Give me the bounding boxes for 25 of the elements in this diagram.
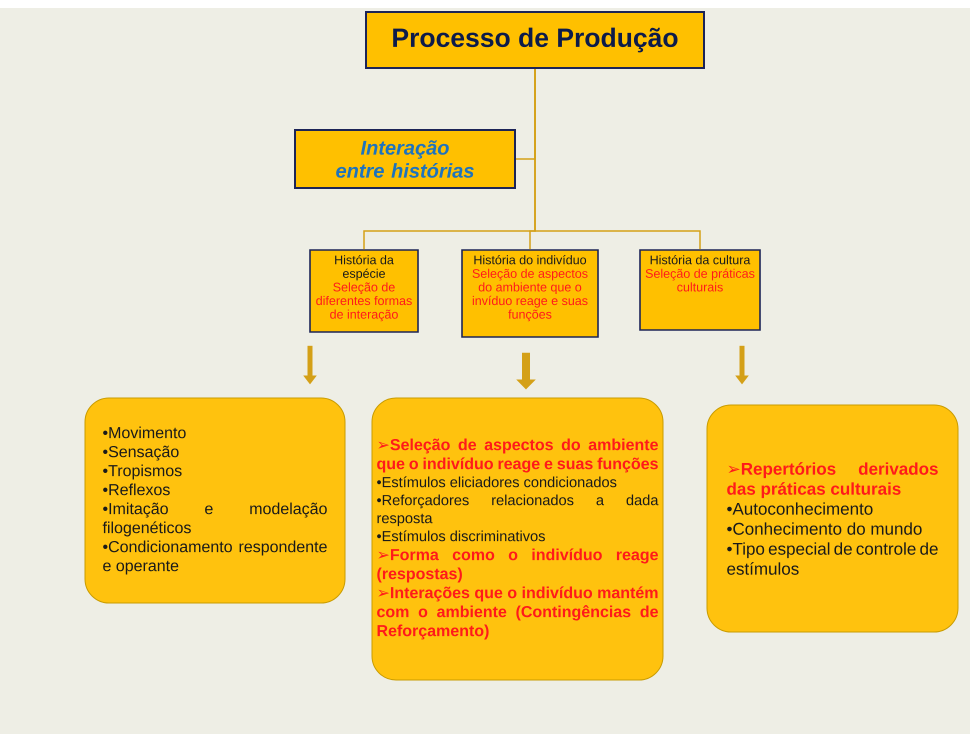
history-box: História da cultura Seleção de práticas culturais (639, 249, 761, 331)
list-heading: ➢Seleção de aspectos do ambiente que o indivíduo reage e suas funções (377, 438, 658, 473)
list-card (84, 398, 346, 604)
list-item: •Conhecimento do mundo (727, 522, 922, 535)
list-card (706, 404, 958, 632)
list-item: •Tropismos (103, 464, 182, 480)
list-item: •Estímulos discriminativos (377, 530, 545, 542)
connector-line (534, 69, 701, 250)
list-heading: ➢Repertórios derivados das práticas culturais (727, 462, 938, 498)
list-item: •Condicionamento respondente e operante (103, 540, 327, 574)
list-item: •Tipo especial de controle de estímulos (727, 542, 938, 575)
list-item: •Sensação (103, 446, 179, 461)
title-box: Processo de Produção (365, 11, 705, 69)
history-box: História da espécie Seleção de diferentes formas de interação (309, 249, 419, 333)
list-item: •Autoconhecimento (727, 502, 873, 515)
list-heading: ➢Forma como o indivíduo reage (respostas) (377, 548, 658, 582)
list-heading: ➢Interações que o indivíduo mantém com o ambiente (Contingências de Reforçamento) (377, 586, 658, 640)
list-item: •Movimento (103, 426, 186, 438)
list-item: •Reflexos (103, 484, 170, 496)
history-box: História do indivíduo Seleção de aspectos do ambiente que o invíduo reage e suas funções (461, 249, 599, 338)
list-item: •Imitação e modelação filogenéticos (102, 502, 327, 536)
heading-box: Interação entre histórias (294, 129, 516, 189)
list-item: •Estímulos eliciadores condicionados (377, 476, 616, 488)
list-item: •Reforçadores relacionados a dada resposta (377, 494, 658, 526)
list-card (372, 398, 664, 680)
